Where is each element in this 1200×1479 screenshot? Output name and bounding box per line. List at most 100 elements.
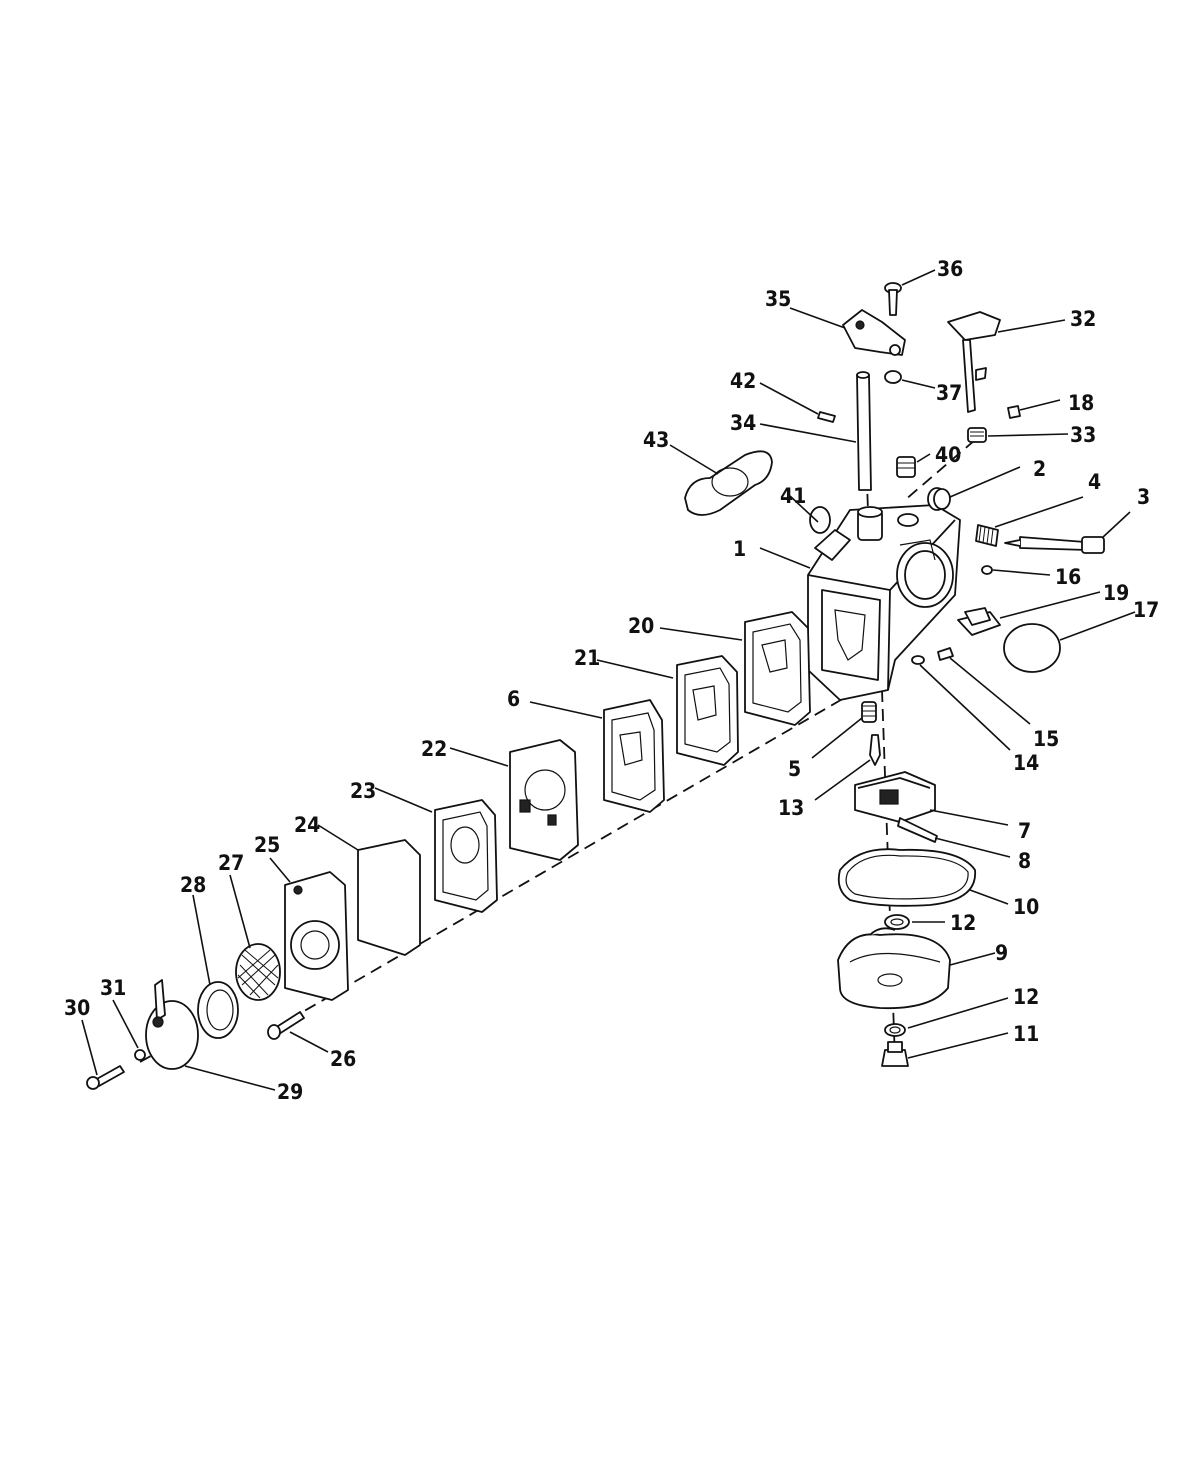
pump-diaphragm: [357, 839, 421, 956]
leader-35: [789, 307, 846, 329]
leader-26: [289, 1031, 329, 1053]
inlet-needle: [869, 734, 881, 766]
leader-43: [669, 444, 719, 475]
choke-axis: [904, 439, 976, 501]
callout-30: 30: [64, 996, 90, 1020]
callout-28: 28: [180, 873, 206, 897]
throttle-lever: [842, 309, 906, 356]
leader-17: [1059, 611, 1136, 641]
leader-27: [229, 874, 251, 949]
leader-37: [901, 379, 936, 389]
callout-37: 37: [936, 381, 962, 405]
metering-spring: [861, 701, 877, 723]
pump-cover: [284, 871, 349, 1001]
callout-18: 18: [1068, 391, 1094, 415]
callout-12a: 12: [950, 911, 976, 935]
callout-11: 11: [1013, 1022, 1039, 1046]
leader-21: [596, 659, 674, 679]
detent-ball: [981, 565, 993, 575]
callout-20: 20: [628, 614, 654, 638]
float-pin: [897, 817, 938, 843]
check-valve-washer: [911, 655, 925, 665]
float-bowl: [837, 927, 951, 1010]
callout-17: 17: [1133, 598, 1159, 622]
gasket-23: [434, 799, 498, 913]
callout-26: 26: [330, 1047, 356, 1071]
leader-22: [449, 747, 509, 767]
callout-34: 34: [730, 411, 756, 435]
leader-2: [949, 466, 1021, 498]
check-valve-screw: [937, 647, 954, 661]
leader-20: [659, 627, 743, 641]
pump-cover-screw: [267, 1011, 305, 1040]
callout-19: 19: [1103, 581, 1129, 605]
leader-5: [811, 717, 863, 759]
leader-1: [759, 547, 811, 569]
leader-15: [949, 657, 1031, 725]
filter-cover-screw: [86, 1065, 125, 1090]
callout-25: 25: [254, 833, 280, 857]
callout-5: 5: [788, 757, 801, 781]
choke-spring: [967, 427, 987, 443]
callout-14: 14: [1013, 751, 1039, 775]
callout-9: 9: [995, 941, 1008, 965]
leader-32: [997, 319, 1066, 333]
filter-screen: [235, 943, 281, 1001]
leader-8: [934, 837, 1011, 858]
filter-gasket: [197, 981, 239, 1039]
leader-10: [969, 889, 1009, 905]
callout-2: 2: [1033, 457, 1046, 481]
callout-7: 7: [1018, 819, 1031, 843]
bowl-nut: [881, 1041, 909, 1067]
choke-plate-screw: [1007, 405, 1021, 419]
callout-43: 43: [643, 428, 669, 452]
callout-1: 1: [733, 537, 746, 561]
leader-19: [999, 591, 1101, 619]
callout-36: 36: [937, 257, 963, 281]
callout-10: 10: [1013, 895, 1039, 919]
gasket-21: [676, 655, 739, 766]
throttle-plate-screw: [817, 411, 836, 423]
gasket-20: [744, 611, 811, 726]
welch-plug-large: [1003, 623, 1061, 673]
callout-35: 35: [765, 287, 791, 311]
filter-cover-washer: [134, 1049, 146, 1061]
callout-16: 16: [1055, 565, 1081, 589]
choke-plate: [957, 607, 1001, 636]
callout-23: 23: [350, 779, 376, 803]
leader-13: [814, 759, 871, 801]
callout-32: 32: [1070, 307, 1096, 331]
callout-29: 29: [277, 1080, 303, 1104]
bowl-gasket: [837, 848, 976, 907]
bowl-washer-upper: [884, 914, 910, 930]
gasket-6: [603, 699, 665, 813]
lever-nut: [884, 370, 902, 384]
callout-27: 27: [218, 851, 244, 875]
leader-11: [907, 1032, 1009, 1059]
leader-33: [987, 433, 1069, 437]
metering-plate: [509, 739, 579, 861]
fuel-bowl-insert: [854, 771, 936, 823]
filter-cover: [145, 979, 199, 1070]
callout-12b: 12: [1013, 985, 1039, 1009]
callout-labels: 1 2 3 4 5 6 7 8 9 10 11 12 12 13 14 15 1…: [64, 257, 1159, 1104]
lever-screw: [884, 282, 902, 316]
callout-33: 33: [1070, 423, 1096, 447]
leader-9: [949, 952, 996, 966]
callout-4: 4: [1088, 470, 1101, 494]
leader-12b: [907, 997, 1009, 1029]
callout-42: 42: [730, 369, 756, 393]
leader-30: [81, 1019, 98, 1076]
choke-shaft: [947, 311, 1001, 413]
leader-6: [529, 701, 603, 719]
leader-3: [1101, 511, 1131, 539]
leader-42: [759, 382, 819, 415]
carburetor-body: [807, 504, 961, 701]
cap-plug: [896, 456, 916, 478]
callout-21: 21: [574, 646, 600, 670]
leader-31: [112, 999, 139, 1049]
leader-18: [1019, 399, 1061, 411]
callout-3: 3: [1137, 485, 1150, 509]
